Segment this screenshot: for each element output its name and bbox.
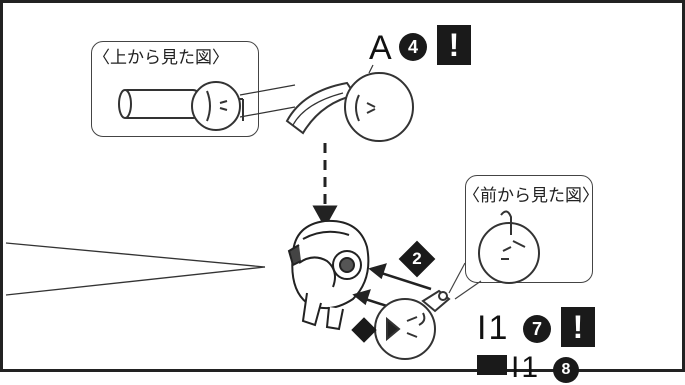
cylinder-part-drawing <box>118 89 244 121</box>
callout-pointers <box>448 262 482 300</box>
front-view-label: 〈前から見た図〉 <box>463 186 599 206</box>
exclamation-icon: ! <box>561 307 595 347</box>
bottom-magnifier <box>374 298 436 360</box>
perspective-guide-lines <box>5 242 266 296</box>
assembly-line-art <box>5 64 540 360</box>
part-i1-bottom-label: I1 <box>511 351 541 384</box>
part-i1-bottom-number-badge: 8 <box>553 357 579 383</box>
part-i1-number-badge: 7 <box>523 315 551 343</box>
dashed-assembly-arrow <box>312 143 338 229</box>
top-view-label: 〈上から見た図〉 <box>93 48 229 68</box>
part-i1-label: I1 <box>477 309 510 347</box>
front-view-magnifier <box>478 210 540 284</box>
part-a-label: A <box>369 29 392 67</box>
step-diamond-icon: 2 <box>398 240 436 278</box>
part-a-number-badge: 4 <box>399 33 427 61</box>
main-body-drawing <box>287 219 370 331</box>
top-view-magnifier <box>191 81 296 131</box>
small-part-drawing <box>421 289 451 313</box>
step-2-label: 2 <box>412 249 422 268</box>
exclamation-icon: ! <box>437 25 471 65</box>
part-a-magnifier <box>344 64 414 142</box>
cut-part-icon <box>477 355 507 375</box>
